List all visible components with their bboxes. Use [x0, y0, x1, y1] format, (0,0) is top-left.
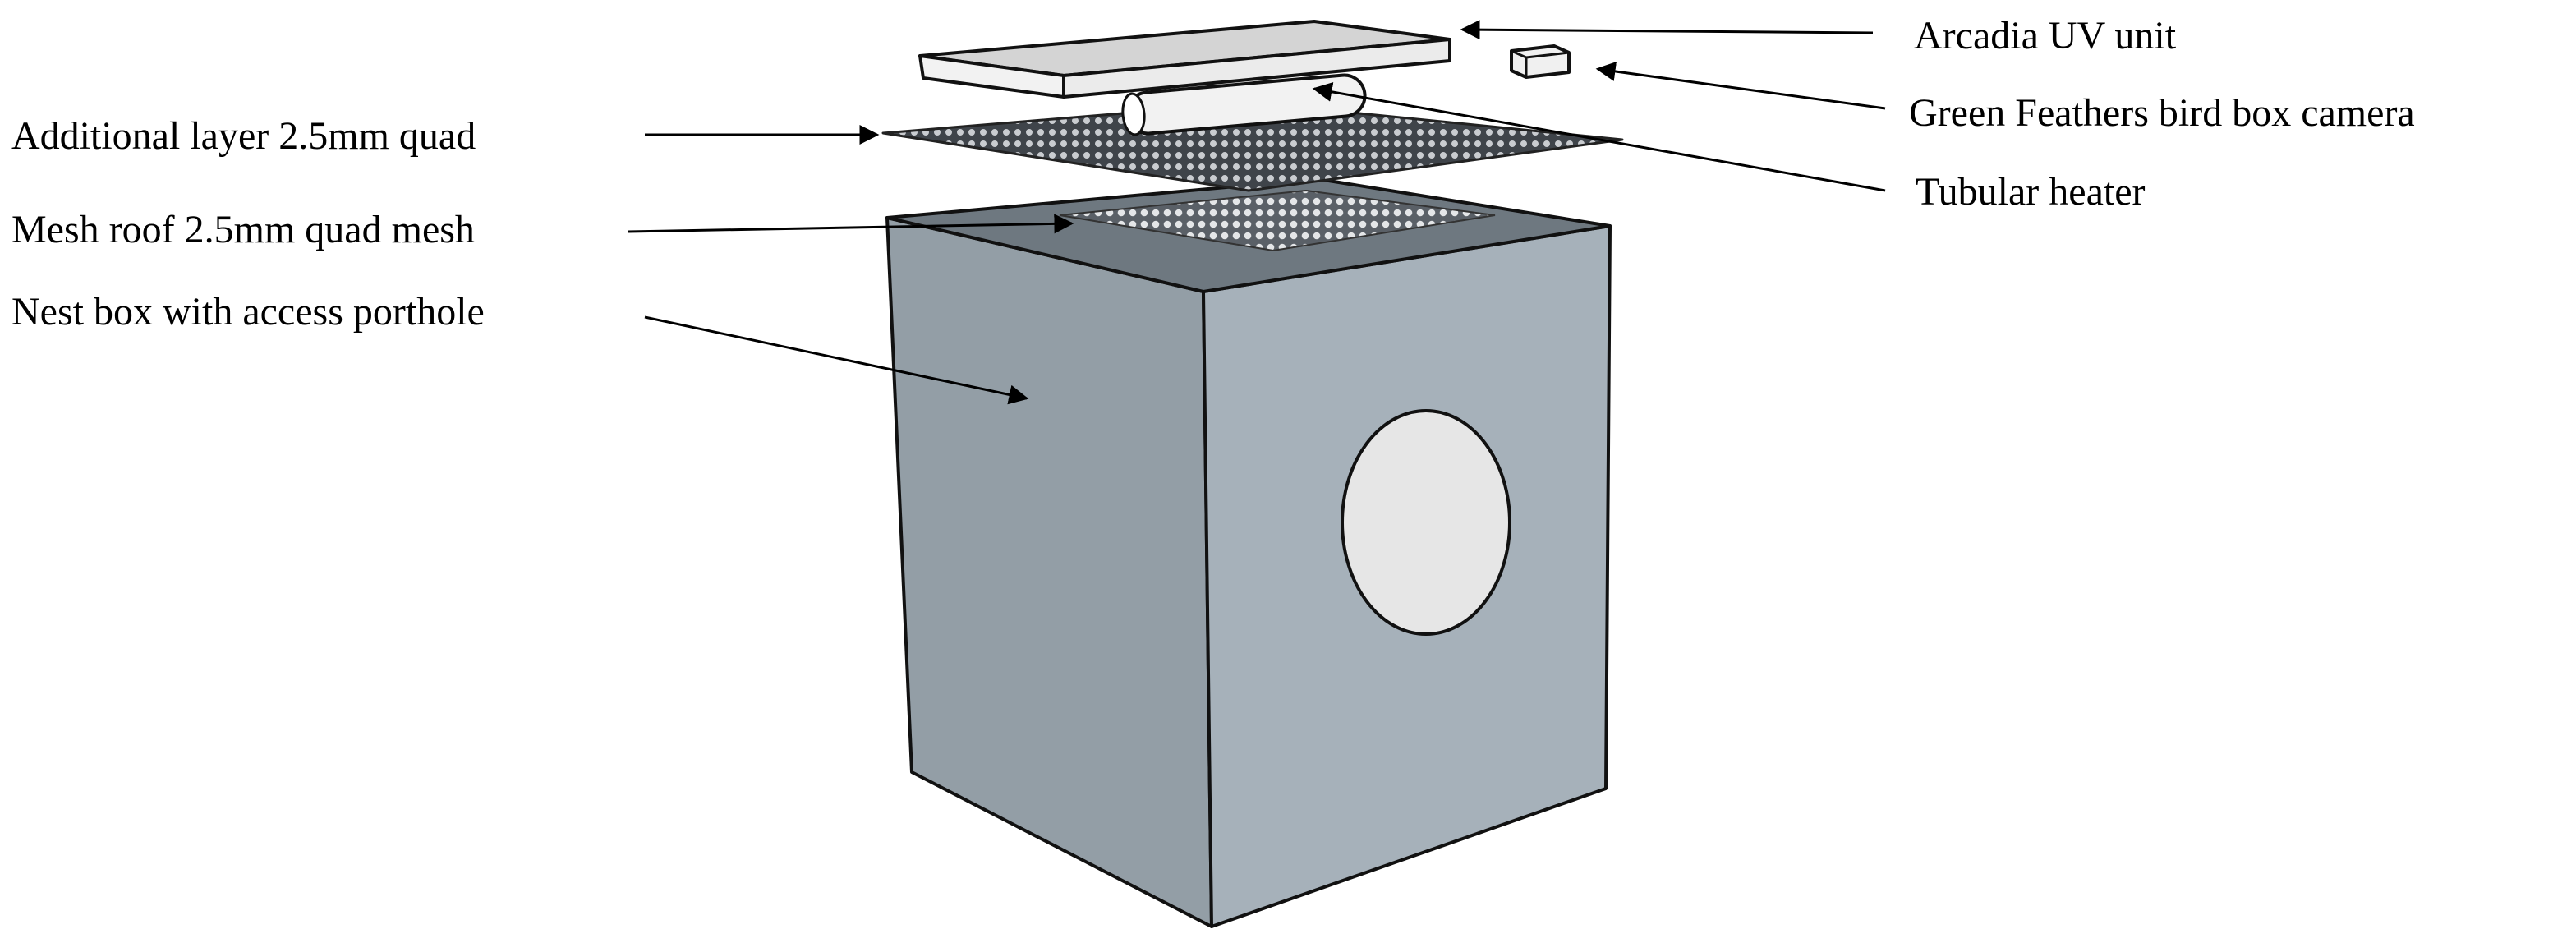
arrow-heater	[1312, 81, 1886, 192]
arrow-camera	[1595, 62, 1886, 110]
label-additional-layer: Additional layer 2.5mm quad	[12, 114, 476, 158]
arrow-uv-unit	[1460, 20, 1874, 40]
porthole	[1341, 409, 1511, 636]
label-camera: Green Feathers bird box camera	[1909, 91, 2415, 135]
uv-unit	[918, 20, 1451, 99]
arrow-mesh-roof	[628, 214, 1074, 234]
label-heater: Tubular heater	[1916, 170, 2146, 214]
label-mesh-roof: Mesh roof 2.5mm quad mesh	[12, 208, 475, 251]
nest-box	[886, 177, 1612, 928]
box-left-face	[886, 216, 1213, 928]
mesh-roof	[1059, 189, 1496, 252]
label-nest-box: Nest box with access porthole	[12, 290, 485, 334]
label-uv-unit: Arcadia UV unit	[1914, 14, 2177, 58]
tubular-heater	[1121, 73, 1367, 136]
leader-lines	[628, 20, 1886, 405]
arrow-nest-box	[644, 315, 1029, 405]
camera	[1510, 44, 1571, 79]
